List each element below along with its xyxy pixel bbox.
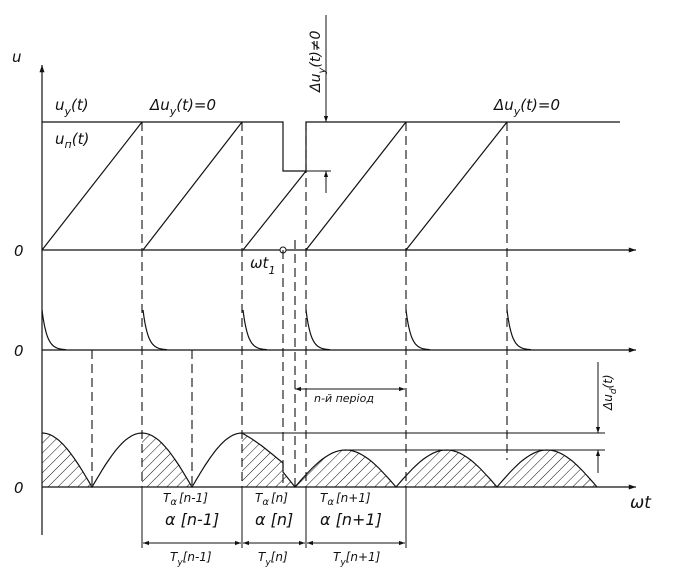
alpha-n-plus-1: α [n+1] — [320, 510, 382, 529]
t-alpha-n-plus-1: Tα[n+1] — [320, 491, 371, 508]
ramp-voltage-un — [41, 121, 508, 251]
rectified-voltage-curve — [41, 432, 598, 489]
hatched-region — [42, 433, 92, 487]
dashed-guides — [91, 122, 508, 487]
zero-label-top: 0 — [14, 242, 24, 260]
rectified-voltage-hatched — [42, 433, 597, 487]
gate-pulse — [405, 309, 431, 351]
interval-labels: Tα[n-1] α [n-1] Ty[n-1] Tα[n] α [n] Ty[n… — [163, 491, 382, 568]
uy-label: uy(t) — [55, 96, 89, 118]
hatched-region — [142, 433, 192, 487]
delta-ud-label: Δud(t) — [601, 374, 619, 411]
hatched-region — [295, 450, 396, 487]
ty-n: Ty[n] — [258, 550, 288, 568]
hatched-region — [497, 450, 597, 487]
interval-boundaries — [141, 487, 407, 548]
ty-n-plus-1: Ty[n+1] — [333, 550, 381, 568]
gate-pulse — [242, 309, 268, 351]
hatched-region — [242, 433, 295, 487]
u-axis-label: u — [12, 48, 22, 66]
gate-pulse — [305, 309, 331, 351]
ty-n-minus-1: Ty[n-1] — [170, 550, 212, 568]
t-alpha-n-minus-1: Tα[n-1] — [163, 491, 208, 508]
delta-uy-zero-label-1: Δuy(t)=0 — [149, 96, 216, 118]
zero-label-bottom: 0 — [14, 479, 24, 497]
gate-pulses — [41, 309, 532, 351]
alpha-n-minus-1: α [n-1] — [165, 510, 219, 529]
wt-axis-label: ωt — [630, 493, 652, 513]
nth-period-label: n-й період — [314, 392, 374, 405]
un-label: uп(t) — [55, 130, 89, 151]
hatched-region — [396, 450, 497, 487]
wt1-label: ωt1 — [250, 254, 275, 277]
gate-pulse — [142, 309, 168, 351]
control-voltage-uy — [42, 121, 620, 172]
alpha-n: α [n] — [255, 510, 293, 529]
delta-uy-nonzero-label: Δuy(t)≠0 — [308, 30, 328, 93]
gate-pulse — [41, 309, 67, 351]
delta-uy-zero-label-2: Δuy(t)=0 — [493, 96, 560, 118]
t-alpha-n: Tα[n] — [255, 491, 288, 508]
zero-label-middle: 0 — [14, 342, 24, 360]
gate-pulse — [506, 309, 532, 351]
